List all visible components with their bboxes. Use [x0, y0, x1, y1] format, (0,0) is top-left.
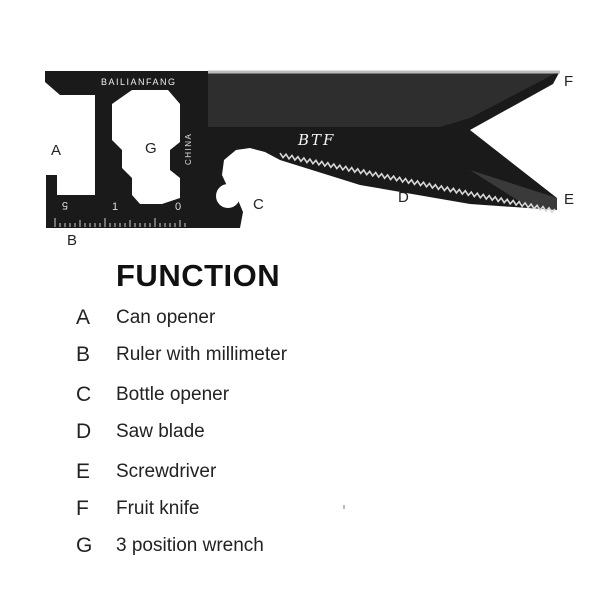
function-label: Ruler with millimeter [116, 344, 288, 365]
origin-text: CHINA [184, 133, 193, 165]
logo-text: BTF [297, 131, 335, 149]
function-letter: A [76, 306, 91, 329]
function-letter: C [76, 383, 92, 406]
screwdriver-tip [470, 170, 557, 210]
ruler-number-0: 0 [175, 201, 181, 213]
function-letter: G [76, 534, 93, 557]
callout-e: E [564, 191, 575, 208]
saw-teeth [279, 152, 556, 214]
stray-mark [343, 505, 345, 509]
function-label: Fruit knife [116, 498, 200, 519]
bottle-opener-hole [216, 184, 240, 208]
function-label: Screwdriver [116, 461, 217, 482]
ruler-ticks [54, 218, 186, 227]
wrench-opening [112, 90, 180, 204]
function-label: Saw blade [116, 421, 205, 442]
callout-c: C [253, 196, 264, 213]
function-letter: B [76, 343, 91, 366]
function-letter: D [76, 420, 92, 443]
function-label: Bottle opener [116, 384, 230, 405]
callout-d: D [398, 189, 409, 206]
function-heading: FUNCTION [116, 258, 281, 293]
saw-tooth-edge [279, 152, 556, 214]
multitool-card-illustration: BAILIANFANG CHINA BTF 5 1 0 [45, 70, 560, 228]
callout-g: G [145, 140, 157, 157]
brand-text: BAILIANFANG [101, 77, 177, 87]
callout-a: A [51, 142, 62, 159]
callout-b: B [67, 232, 78, 249]
fruit-knife-blade [208, 72, 558, 127]
ruler-number-5: 5 [62, 199, 68, 211]
function-label: Can opener [116, 307, 216, 328]
function-letter: F [76, 497, 89, 520]
function-label: 3 position wrench [116, 535, 264, 556]
callout-f: F [564, 73, 574, 90]
function-letter: E [76, 460, 91, 483]
ruler-number-1: 1 [112, 201, 118, 213]
